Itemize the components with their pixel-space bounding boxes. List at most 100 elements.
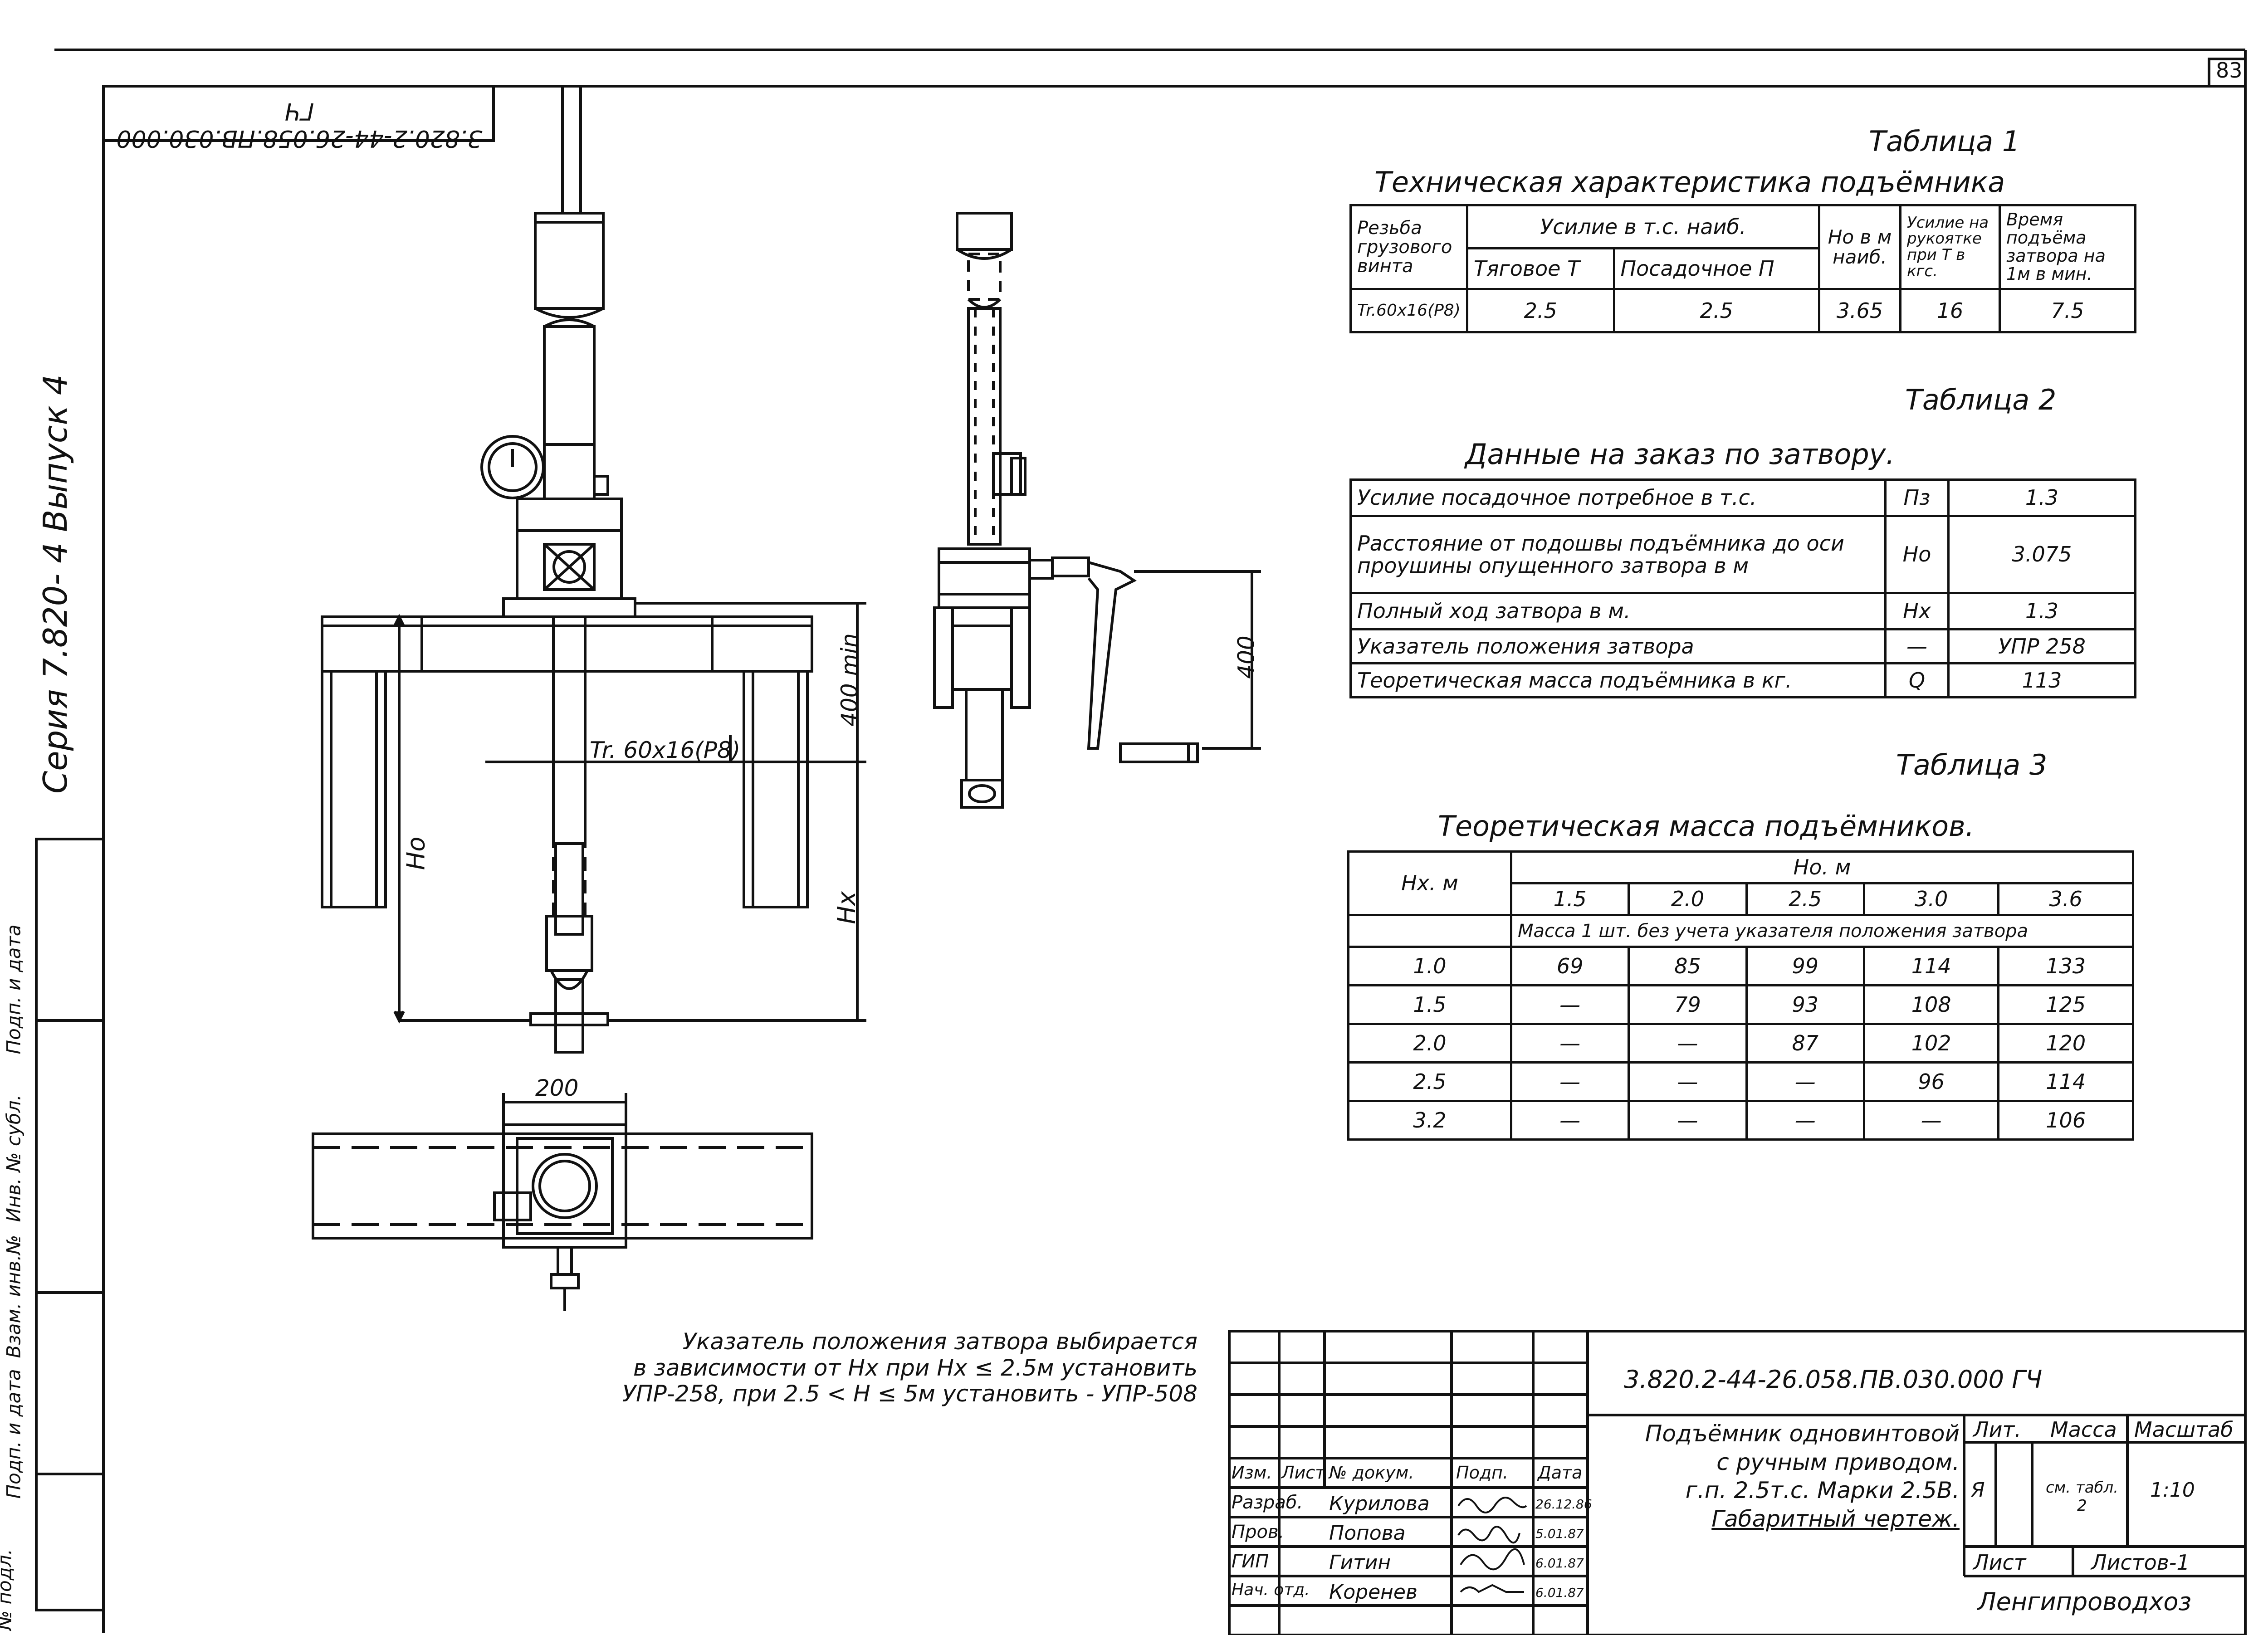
table3-cell: — [1510, 1100, 1630, 1141]
table3-cell: 99 [1745, 946, 1865, 986]
stamp-role: Нач. отд. [1232, 1581, 1310, 1599]
table1-h-thread: Резьба грузового винта [1349, 204, 1468, 290]
stamp-name-1: Подъёмник одновинтовой [1645, 1420, 1960, 1447]
table3-cell: — [1628, 1061, 1748, 1102]
stamp-person: Коренев [1329, 1581, 1418, 1604]
table3-cell: 133 [1997, 946, 2134, 986]
table3-cell: 102 [1862, 1023, 2000, 1064]
table3-h-hx: Hx. м [1347, 850, 1512, 916]
stamp-scale-value: 1:10 [2150, 1479, 2195, 1502]
stamp-h-list: Лист [1281, 1463, 1325, 1483]
table1-caption: Таблица 1 [1869, 125, 2020, 158]
table2-value: 1.3 [1947, 592, 2136, 630]
table1-title: Техническая характеристика подъёмника [1374, 166, 2005, 199]
note-line-1: Указатель положения затвора выбирается [682, 1328, 1198, 1355]
table3-hx: 3.2 [1347, 1100, 1512, 1141]
table2-symbol: Q [1884, 662, 1950, 698]
table3-cell: 114 [1997, 1061, 2134, 1102]
stamp-scale-label: Масштаб [2134, 1417, 2234, 1442]
table2-value: 1.3 [1947, 478, 2136, 517]
table2-caption: Таблица 2 [1905, 383, 2057, 416]
table3-caption: Таблица 3 [1896, 748, 2048, 781]
table1-cell: Tr.60x16(P8) [1349, 288, 1468, 333]
stamp-title: Подъёмник одновинтовой с ручным приводом… [1597, 1420, 1960, 1533]
stamp-sheet-label: Лист [1973, 1550, 2026, 1575]
stamp-date: 26.12.86 [1535, 1497, 1592, 1512]
table2-param: Указатель положения затвора [1349, 628, 1887, 664]
stamp-person: Курилова [1329, 1492, 1430, 1515]
table2-symbol: Но [1884, 515, 1950, 594]
table2-value: 3.075 [1947, 515, 2136, 594]
table2-title: Данные на заказ по затвору. [1465, 438, 1895, 471]
stamp-role: Разраб. [1232, 1492, 1303, 1513]
table3-cell: 79 [1628, 984, 1748, 1025]
table3-cell: — [1745, 1100, 1865, 1141]
table1-cell: 2.5 [1613, 288, 1821, 333]
table3-hx: 1.5 [1347, 984, 1512, 1025]
stamp-mass-value: см. табл. 2 [2045, 1479, 2119, 1515]
table3-subheader: Масса 1 шт. без учета указателя положени… [1510, 914, 2134, 948]
table3-col: 1.5 [1510, 882, 1630, 916]
table2-value: УПР 258 [1947, 628, 2136, 664]
stamp-sheets-label: Листов-1 [2091, 1550, 2190, 1575]
table3-col: 2.5 [1745, 882, 1865, 916]
table1-h-force: Усилие в т.с. наиб. [1466, 204, 1821, 249]
table3-cell: 85 [1628, 946, 1748, 986]
table3-col: 3.6 [1997, 882, 2134, 916]
table3-cell: — [1510, 984, 1630, 1025]
stamp-lit-value: Я [1971, 1479, 1985, 1502]
table2-value: 113 [1947, 662, 2136, 698]
note-line-3: УПР-258, при 2.5 < H ≤ 5м установить - У… [622, 1381, 1198, 1407]
table3-cell: — [1628, 1023, 1748, 1064]
stamp-role: Пров. [1232, 1522, 1285, 1542]
stamp-role: ГИП [1232, 1551, 1269, 1572]
table2-param: Полный ход затвора в м. [1349, 592, 1887, 630]
table3-cell: 93 [1745, 984, 1865, 1025]
note-line-2: в зависимости от Hx при Hx ≤ 2.5м устано… [633, 1354, 1198, 1381]
table3-cell: 120 [1997, 1023, 2134, 1064]
stamp-code: 3.820.2-44-26.058.ПВ.030.000 ГЧ [1624, 1365, 2043, 1394]
table3-cell: 106 [1997, 1100, 2134, 1141]
table3-col: 3.0 [1862, 882, 2000, 916]
thread-label: Tr. 60x16(P8) [590, 737, 741, 763]
table2: Усилие посадочное потребное в т.с. Пз 1.… [1349, 478, 2136, 698]
table2-param: Усилие посадочное потребное в т.с. [1349, 478, 1887, 517]
stamp-person: Попова [1329, 1522, 1406, 1545]
table3-cell: — [1745, 1061, 1865, 1102]
table3-cell: 87 [1745, 1023, 1865, 1064]
note: Указатель положения затвора выбирается в… [562, 1328, 1198, 1407]
table3-col: 2.0 [1628, 882, 1748, 916]
stamp-date: 5.01.87 [1535, 1526, 1584, 1541]
table3-hx: 1.0 [1347, 946, 1512, 986]
table1-cell: 3.65 [1818, 288, 1901, 333]
table3-h-ho: Но. м [1510, 850, 2134, 884]
table3-cell: — [1510, 1023, 1630, 1064]
stamp-name-4: Габаритный чертеж. [1711, 1505, 1960, 1532]
table1-cell: 16 [1899, 288, 2001, 333]
table3-title: Теоретическая масса подъёмников. [1438, 810, 1975, 843]
table1-cell: 7.5 [1999, 288, 2136, 333]
table1-h-pull: Тяговое Т [1466, 247, 1615, 290]
table1-h-handle: Усилие на рукоятке при Т в кгс. [1899, 204, 2001, 290]
stamp-org: Ленгипроводхоз [1978, 1587, 2192, 1616]
stamp-person: Гитин [1329, 1551, 1391, 1574]
table1-h-land: Посадочное П [1613, 247, 1821, 290]
stamp-h-sign: Подп. [1456, 1463, 1509, 1483]
table1-h-time: Время подъёма затвора на 1м в мин. [1999, 204, 2136, 290]
table2-symbol: — [1884, 628, 1950, 664]
table3: Hx. м Но. м 1.5 2.0 2.5 3.0 3.6 Масса 1 … [1347, 850, 2134, 1141]
stamp-h-doc: № докум. [1329, 1463, 1414, 1483]
table2-symbol: Hx [1884, 592, 1950, 630]
table3-cell: 114 [1862, 946, 2000, 986]
stamp-h-izm: Изм. [1232, 1463, 1272, 1483]
stamp-lit-label: Лит. [1973, 1417, 2021, 1442]
table3-cell: 125 [1997, 984, 2134, 1025]
table3-cell: 108 [1862, 984, 2000, 1025]
table1-h-ho: Но в м наиб. [1818, 204, 1901, 290]
table3-cell: — [1862, 1100, 2000, 1141]
table1: Резьба грузового винта Усилие в т.с. наи… [1349, 204, 2136, 333]
table3-cell: 96 [1862, 1061, 2000, 1102]
table2-symbol: Пз [1884, 478, 1950, 517]
table3-hx: 2.0 [1347, 1023, 1512, 1064]
